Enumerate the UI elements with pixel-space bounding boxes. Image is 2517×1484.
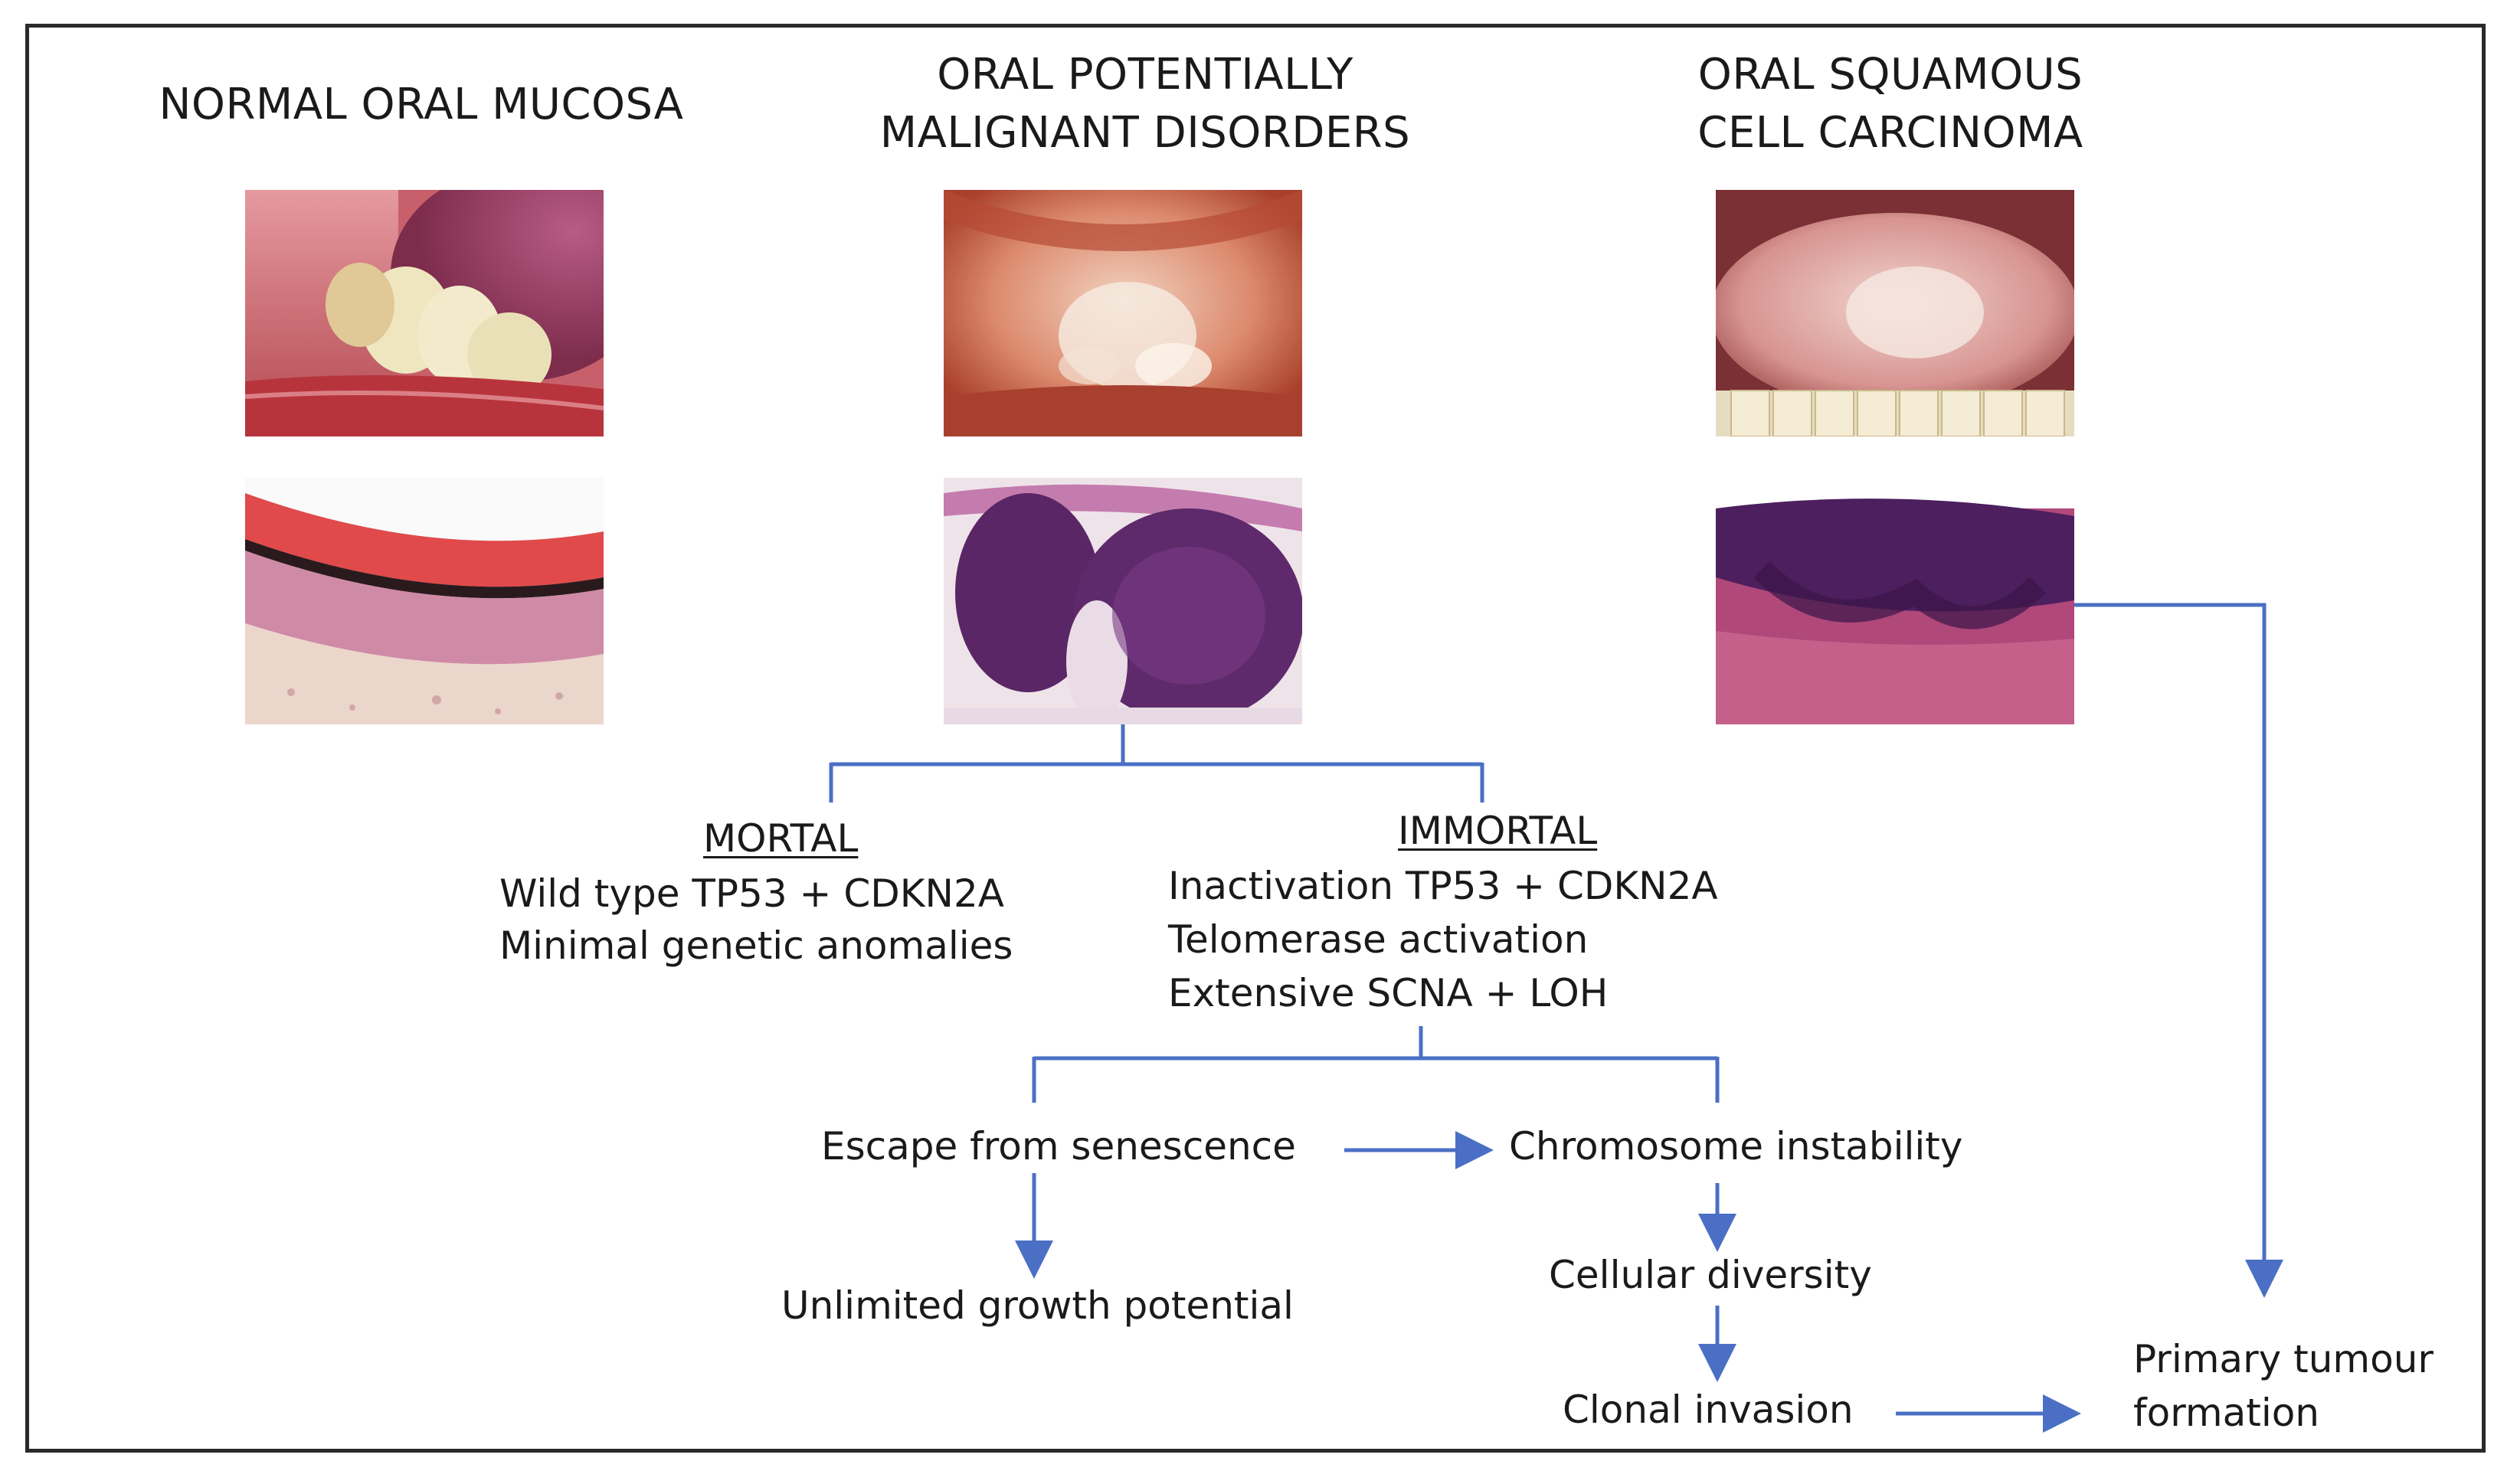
opmd-histology — [944, 478, 1302, 724]
cellular-diversity-label: Cellular diversity — [1549, 1253, 1872, 1297]
primary-tumour-line-2: formation — [2133, 1391, 2319, 1435]
chromosome-instability-label: Chromosome instability — [1509, 1124, 1963, 1169]
primary-tumour-line-1: Primary tumour — [2133, 1337, 2434, 1381]
mortal-line-2: Minimal genetic anomalies — [499, 923, 1013, 968]
normal-mucosa-histology — [245, 478, 604, 724]
mortal-line-1: Wild type TP53 + CDKN2A — [499, 871, 1004, 916]
header-normal-oral-mucosa: NORMAL ORAL MUCOSA — [159, 80, 684, 129]
figure-frame — [25, 24, 2486, 1453]
mortal-heading: MORTAL — [703, 816, 859, 861]
escape-from-senescence-label: Escape from senescence — [821, 1124, 1296, 1169]
clonal-invasion-label: Clonal invasion — [1563, 1388, 1854, 1432]
header-opmd-line2: MALIGNANT DISORDERS — [879, 108, 1411, 158]
immortal-line-2: Telomerase activation — [1168, 917, 1589, 962]
immortal-heading: IMMORTAL — [1398, 809, 1598, 853]
immortal-line-3: Extensive SCNA + LOH — [1168, 971, 1609, 1015]
immortal-line-1: Inactivation TP53 + CDKN2A — [1168, 864, 1718, 908]
oscc-histology — [1716, 478, 2074, 724]
normal-mucosa-clinical-photo — [245, 190, 604, 436]
header-opmd-line1: ORAL POTENTIALLY — [937, 50, 1353, 100]
oscc-clinical-photo — [1716, 190, 2074, 436]
header-oscc-line2: CELL CARCINOMA — [1697, 108, 2083, 158]
opmd-clinical-photo — [944, 190, 1302, 436]
header-oscc-line1: ORAL SQUAMOUS — [1697, 50, 2083, 100]
unlimited-growth-label: Unlimited growth potential — [781, 1283, 1294, 1328]
